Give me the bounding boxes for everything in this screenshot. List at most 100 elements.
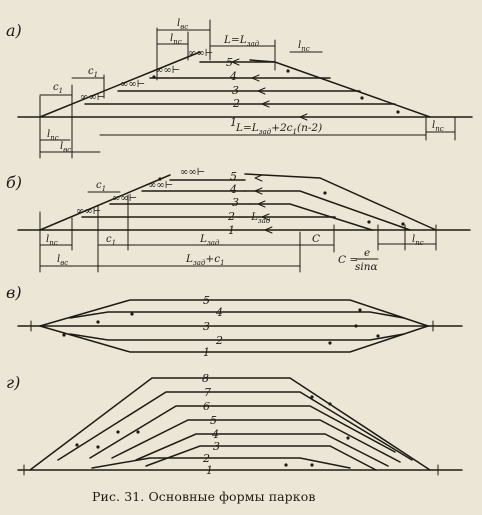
panel-d: г) 8 7 6 5 4 3 2 1 [6,372,463,477]
panel-b-left-ladder [39,174,171,231]
panel-a-track-number: 1 [230,116,237,129]
panel-c-track-number: 5 [203,294,210,307]
panel-b-dim-label: lпс [412,234,424,247]
panel-a-signal: ∞∞⊢ [120,79,145,90]
panel-b-dim-label: — Lзад [238,212,271,225]
panel-a-switch-dot [360,96,364,100]
panel-b-c-formula-lhs: C = [338,254,358,266]
panel-d-track-number: 4 [211,428,219,441]
panel-b-track-number: 1 [228,224,235,237]
panel-a-dim-label: lпс [170,33,182,46]
panel-a-signal: ∞∞⊢ [155,65,180,76]
panel-d-track-8 [29,377,431,471]
panel-d-track-number: 5 [210,414,217,427]
panel-b-dim-label: lпс [46,234,58,247]
panel-d-switch-dot [284,463,288,467]
panel-a-arrow [299,113,308,121]
panel-c-track-number: 1 [203,346,210,359]
panel-b: б) ∞∞⊢ ∞∞⊢ ∞∞⊢ ∞∞⊢ 5 4 3 2 [6,167,471,273]
panel-b-signal: ∞∞⊢ [180,167,205,178]
panel-d-track-3 [145,445,377,471]
panel-b-arrow [254,187,263,195]
panel-d-switch-dot [310,395,314,399]
panel-b-signal: ∞∞⊢ [112,193,137,204]
panel-d-switch-dot [116,430,120,434]
panel-d-track-number: 3 [213,440,220,453]
panel-d-label: г) [6,373,20,392]
panel-a: а) ∞∞⊢ ∞∞⊢ ∞∞⊢ ∞∞⊢ [6,18,473,159]
panel-d-switch-dot [310,463,314,467]
panel-c-switch-dot [354,324,358,328]
panel-d-switch-dot [346,436,350,440]
panel-b-right-ladder-5 [244,173,437,231]
panel-b-label: б) [6,173,22,192]
panel-b-signal: ∞∞⊢ [148,180,173,191]
panel-c-track-number: 3 [203,320,210,333]
panel-b-switch-dot [401,222,405,226]
panel-b-c-formula-num: e [364,247,370,259]
panel-b-signal: ∞∞⊢ [76,206,101,217]
panel-a-track-number: 5 [226,56,233,69]
panel-a-dim-label: lпс [432,120,444,133]
panel-a-signal: ∞∞⊢ [188,48,213,59]
panel-a-arrow [231,58,240,66]
panel-b-dim-label: c1 [96,180,106,193]
panel-b-right-ladder-4 [244,190,411,231]
panel-c-switch-dot [376,334,380,338]
panel-a-label: а) [6,21,22,40]
panel-c-track-1 [39,325,429,353]
panel-d-track-6 [89,405,396,459]
panel-a-dim-label: c1 [53,82,63,95]
panel-a-dim-label: lпс [298,40,310,53]
panel-b-track-number: 3 [232,196,239,209]
panel-a-track-number: 4 [229,70,237,83]
panel-a-arrow [257,87,266,95]
panel-b-track-number: 2 [227,210,235,223]
panel-a-switch-dot [152,75,156,79]
panel-b-right-ladder-3 [249,203,373,231]
panel-d-switch-dot [96,445,100,449]
panel-a-switch-dot [396,110,400,114]
panel-b-dim-label: lвс [57,254,68,267]
panel-c-label: в) [6,283,22,302]
panel-c-track-number: 2 [215,334,223,347]
panel-b-dim-label: Lзад [199,233,220,247]
panel-d-track-number: 1 [206,464,213,477]
panel-a-track-number: 3 [232,84,239,97]
panel-b-dim-label: Lзад+c1 [185,253,225,267]
panel-c-track-4 [69,311,405,319]
panel-a-dim-label: c1 [88,66,98,79]
panel-c-track-2 [69,333,405,341]
panel-d-track-2 [91,457,351,469]
panel-a-dim-label: lвс [60,141,71,154]
panel-b-switch-dot [323,191,327,195]
panel-b-dim-label: c1 [106,234,116,247]
panel-a-dim-label: lпс [47,129,59,142]
panel-a-formula-top: L=Lзад [223,34,260,48]
panel-d-track-number: 7 [204,386,211,399]
panel-d-track-number: 6 [203,400,210,413]
panel-c-switch-dot [358,308,362,312]
panel-b-track-number: 5 [230,170,237,183]
panel-b-dim-label: C [312,233,320,245]
panel-c-switch-dot [328,341,332,345]
panel-d-track-4 [135,433,389,467]
panel-a-signal: ∞∞⊢ [80,92,105,103]
panel-c-switch-dot [130,312,134,316]
panel-d-switch-dot [75,443,79,447]
panel-b-arrow [261,213,270,221]
panel-b-switch-dot [367,220,371,224]
panel-b-switch-dot [158,177,162,181]
panel-c-track-5 [39,299,429,327]
panel-d-track-number: 8 [202,372,209,385]
panel-a-track-number: 2 [232,97,240,110]
panel-d-switch-dot [328,402,332,406]
panel-b-arrow [264,226,273,234]
panel-c: в) 5 4 3 2 1 [6,283,463,359]
panel-b-c-formula-den: sinα [355,261,378,273]
panel-a-arrow [261,100,270,108]
panel-a-left-ladder [39,51,201,118]
panel-a-right-ladder [249,59,431,118]
